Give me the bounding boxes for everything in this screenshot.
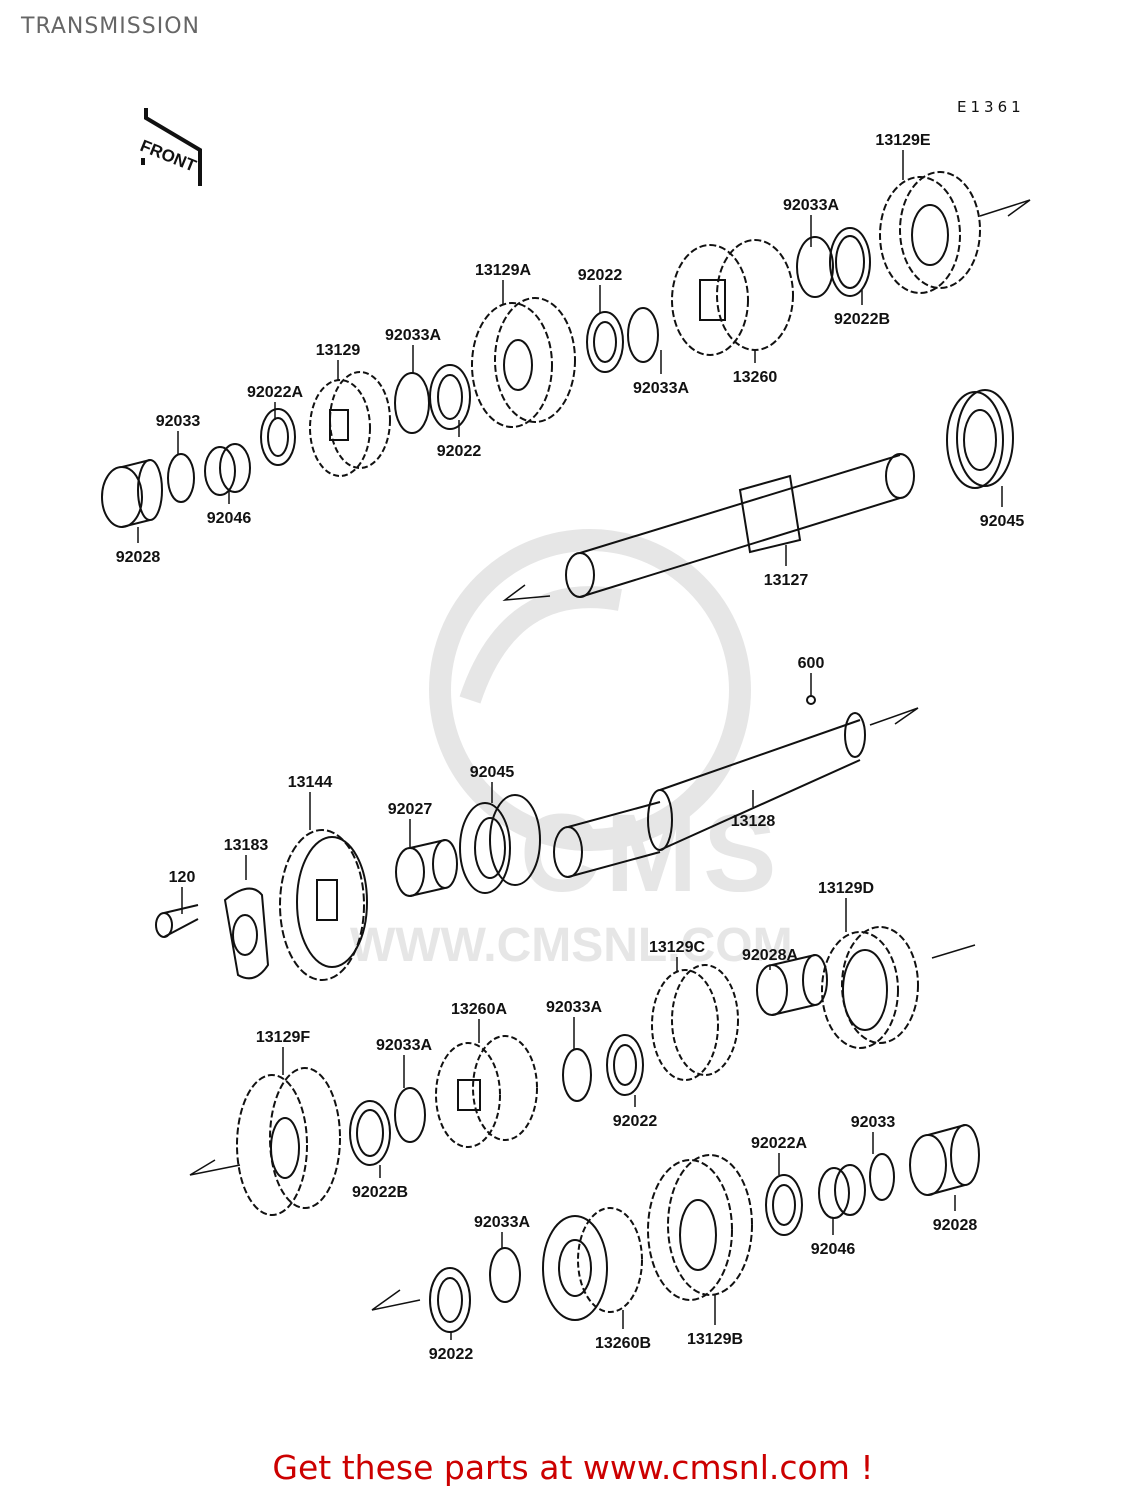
- callout-92027[interactable]: 92027: [387, 801, 433, 818]
- part-92022-washer-icon: [429, 1267, 471, 1333]
- part-92033A-circlip-icon: [394, 1087, 426, 1143]
- callout-92028[interactable]: 92028: [115, 549, 161, 566]
- callout-92022A[interactable]: 92022A: [750, 1135, 808, 1152]
- part-13144-sprocket-icon: [279, 829, 368, 981]
- part-600-ball-icon: [806, 695, 816, 705]
- callout-13129A[interactable]: 13129A: [474, 262, 532, 279]
- page-title: TRANSMISSION: [21, 14, 200, 39]
- callout-92033[interactable]: 92033: [850, 1114, 896, 1131]
- part-92022A-washer-icon: [260, 408, 296, 466]
- part-13260A-gear-icon: [435, 1035, 538, 1148]
- callout-13128[interactable]: 13128: [730, 813, 776, 830]
- callout-13129D[interactable]: 13129D: [817, 880, 875, 897]
- callout-92045[interactable]: 92045: [979, 513, 1025, 530]
- callout-92033A[interactable]: 92033A: [384, 327, 442, 344]
- part-13260-gear-icon: [671, 239, 794, 356]
- watermark-url: WWW.CMSNL.COM: [350, 919, 793, 972]
- callout-92022B[interactable]: 92022B: [351, 1184, 409, 1201]
- part-92033A-circlip-icon: [394, 372, 430, 434]
- front-arrow-icon: [141, 108, 202, 186]
- callout-13129B[interactable]: 13129B: [686, 1331, 744, 1348]
- part-13128-shaft-icon: [553, 712, 866, 878]
- callout-92033[interactable]: 92033: [155, 413, 201, 430]
- callout-13260[interactable]: 13260: [732, 369, 778, 386]
- callout-92028A[interactable]: 92028A: [741, 947, 799, 964]
- callout-13129E[interactable]: 13129E: [875, 132, 931, 149]
- part-13129B-gear-icon: [647, 1154, 753, 1301]
- part-92033-circlip-icon: [869, 1153, 895, 1201]
- callout-92033A[interactable]: 92033A: [545, 999, 603, 1016]
- part-92022B-washer-icon: [829, 227, 871, 297]
- callout-13144[interactable]: 13144: [287, 774, 333, 791]
- leader-lines: [137, 150, 1003, 1340]
- callout-92033A[interactable]: 92033A: [473, 1214, 531, 1231]
- callout-92022[interactable]: 92022: [428, 1346, 474, 1363]
- callout-13127[interactable]: 13127: [763, 572, 809, 589]
- part-13183-lock-plate-icon: [223, 887, 270, 980]
- part-92045-bearing-icon: [459, 794, 541, 894]
- diagram-code: E1361: [957, 98, 1025, 116]
- watermark-mascot-icon: [429, 529, 751, 851]
- part-92033A-circlip-icon: [562, 1048, 592, 1102]
- callout-92022[interactable]: 92022: [612, 1113, 658, 1130]
- callout-92033A[interactable]: 92033A: [782, 197, 840, 214]
- part-92027-collar-icon: [395, 839, 458, 897]
- part-92046-needle-bearing-icon: [818, 1164, 866, 1219]
- part-92033A-circlip-icon: [796, 236, 834, 298]
- part-92033-circlip-icon: [167, 453, 195, 503]
- part-13129A-gear-icon: [471, 297, 576, 428]
- callout-13260A[interactable]: 13260A: [450, 1001, 508, 1018]
- axis-arrow-icon: [189, 199, 1031, 1311]
- part-13129E-gear-icon: [879, 171, 981, 294]
- callout-13129F[interactable]: 13129F: [255, 1029, 311, 1046]
- callout-13129C[interactable]: 13129C: [648, 939, 706, 956]
- callout-92028[interactable]: 92028: [932, 1217, 978, 1234]
- callout-600[interactable]: 600: [797, 655, 825, 672]
- part-13127-shaft-icon: [565, 453, 915, 598]
- part-92046-needle-bearing-icon: [204, 443, 251, 496]
- part-13260B-gear-icon: [542, 1207, 643, 1321]
- part-13129C-gear-icon: [651, 964, 739, 1081]
- cta-link[interactable]: Get these parts at www.cmsnl.com !: [272, 1448, 874, 1487]
- part-13129D-gear-icon: [821, 926, 919, 1049]
- part-92022-washer-icon: [429, 364, 471, 430]
- callout-92022[interactable]: 92022: [436, 443, 482, 460]
- part-92022B-washer-icon: [349, 1100, 391, 1166]
- part-92022A-washer-icon: [765, 1174, 803, 1236]
- part-13129-gear-icon: [309, 371, 391, 477]
- part-92045-bearing-icon: [946, 389, 1014, 489]
- part-92022-washer-icon: [586, 311, 624, 373]
- part-92028-collar-icon: [909, 1124, 980, 1196]
- callout-92022A[interactable]: 92022A: [246, 384, 304, 401]
- part-92028-collar-icon: [101, 459, 163, 528]
- callout-92045[interactable]: 92045: [469, 764, 515, 781]
- callout-92033A[interactable]: 92033A: [632, 380, 690, 397]
- part-92028A-bushing-icon: [756, 954, 828, 1016]
- part-92033A-circlip-icon: [489, 1247, 521, 1303]
- callout-92046[interactable]: 92046: [206, 510, 252, 527]
- callout-13129[interactable]: 13129: [315, 342, 361, 359]
- callout-92046[interactable]: 92046: [810, 1241, 856, 1258]
- part-92033A-circlip-icon: [627, 307, 659, 363]
- callout-92022[interactable]: 92022: [577, 267, 623, 284]
- callout-120[interactable]: 120: [168, 869, 196, 886]
- part-92022-washer-icon: [606, 1034, 644, 1096]
- callout-13183[interactable]: 13183: [223, 837, 269, 854]
- callout-92033A[interactable]: 92033A: [375, 1037, 433, 1054]
- callout-92022B[interactable]: 92022B: [833, 311, 891, 328]
- part-120-bolt-icon: [155, 904, 199, 938]
- callout-13260B[interactable]: 13260B: [594, 1335, 652, 1352]
- part-13129F-gear-icon: [236, 1067, 341, 1216]
